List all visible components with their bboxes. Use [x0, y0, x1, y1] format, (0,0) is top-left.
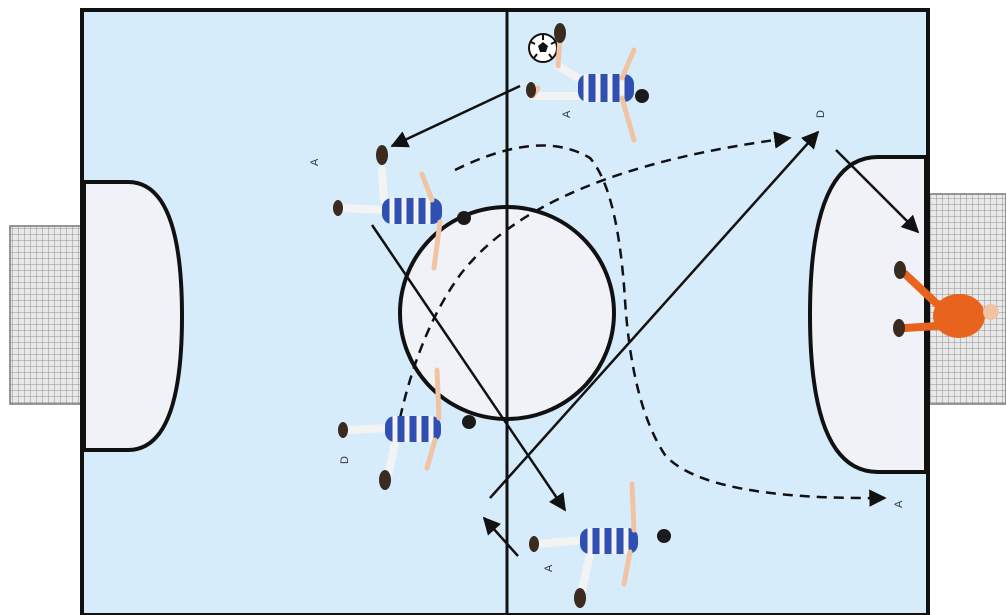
shot-arrow-to-goal	[835, 149, 920, 234]
player-icon	[526, 23, 649, 143]
label-player-left: A	[309, 158, 321, 166]
player-top	[526, 23, 649, 143]
dashed-run-bottom	[398, 131, 792, 419]
pass-arrow-top-to-left	[390, 84, 521, 148]
label-player-top: A	[561, 110, 573, 118]
short-move-arrow	[482, 516, 519, 557]
player-icon	[333, 145, 471, 271]
player-icon	[338, 367, 476, 490]
label-point-bottom-right: A	[893, 500, 905, 508]
label-player-bottom-left: D	[339, 456, 351, 464]
goalkeeper	[893, 261, 999, 338]
dashed-run-top	[454, 144, 887, 507]
right-penalty-area	[807, 155, 928, 474]
player-bottom	[529, 481, 671, 608]
soccer-ball-icon	[528, 33, 558, 63]
player-icon	[529, 481, 671, 608]
left-penalty-area	[82, 180, 185, 452]
player-bottom-left	[338, 367, 476, 490]
label-point-right: D	[815, 110, 827, 118]
pass-arrow-left-to-bottom	[370, 224, 567, 512]
goalkeeper-icon	[893, 261, 999, 338]
left-goal-net	[9, 225, 83, 405]
pass-arrow-bottom-to-right	[489, 130, 820, 499]
player-left	[333, 145, 471, 271]
label-player-bottom: A	[543, 564, 555, 572]
